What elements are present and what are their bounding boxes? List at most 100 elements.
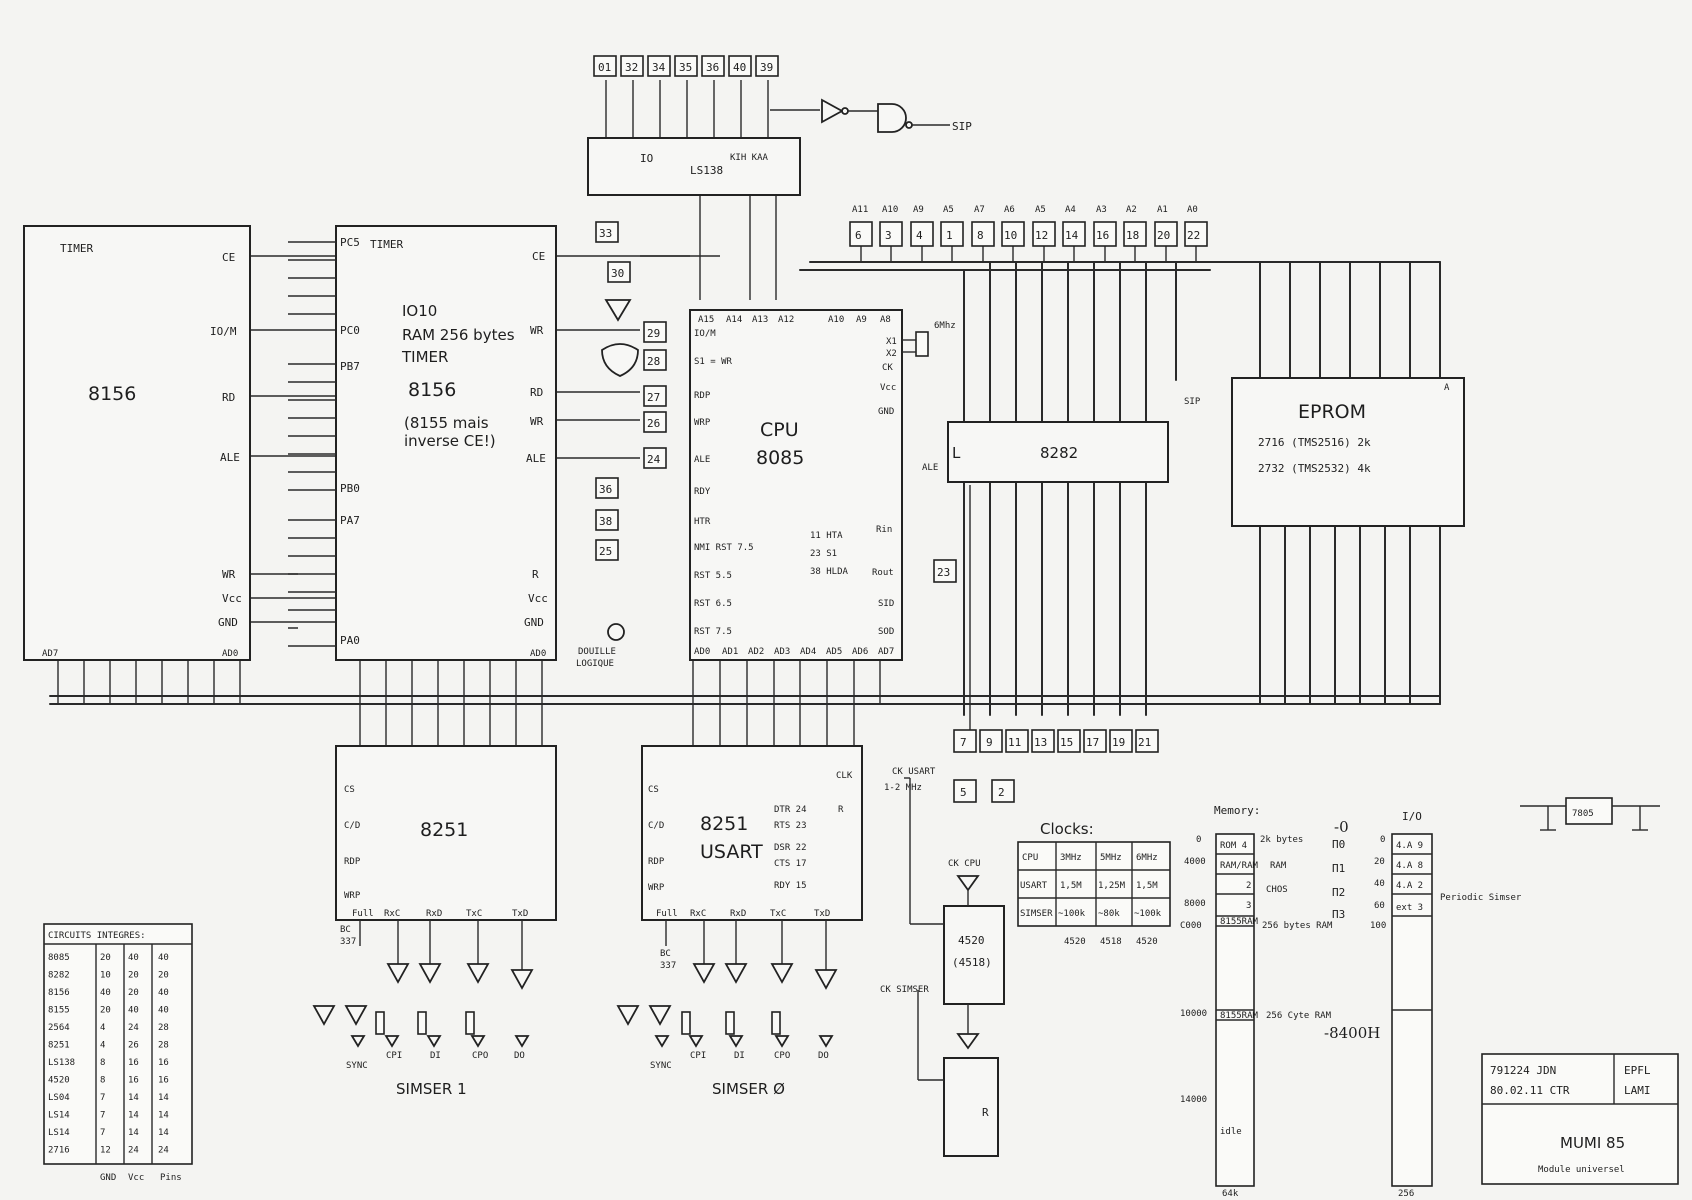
- circuits-table: CIRCUITS INTEGRES: GND Vcc Pins: [43, 923, 193, 1183]
- apad-1: 3: [885, 229, 892, 242]
- eprom-line2: 2732 (TMS2532) 4k: [1258, 462, 1371, 475]
- port-pb7: PB7: [340, 360, 360, 373]
- simser1-label: SIMSER 1: [396, 1080, 467, 1098]
- circuits-cell: 16: [128, 1076, 139, 1086]
- circuits-cell: 20: [100, 1006, 111, 1016]
- s0-do: DO: [818, 1051, 829, 1061]
- u0-rdp: RDP: [648, 857, 665, 867]
- port-arrows: [288, 241, 336, 647]
- eprom-sip: SIP: [1184, 397, 1201, 407]
- ci-f-pins: Pins: [160, 1173, 182, 1183]
- usart0-label: 8251: [700, 813, 748, 835]
- apad-5: 10: [1004, 229, 1017, 242]
- port-pb0: PB0: [340, 482, 360, 495]
- cpu-a9: A9: [856, 315, 867, 325]
- pin-gnd: GND: [218, 616, 238, 629]
- addr-a7: A7: [974, 205, 985, 215]
- pin-iom: IO/M: [210, 325, 237, 338]
- s1-cpo: CPO: [472, 1051, 488, 1061]
- cpu-ad6: AD6: [852, 647, 868, 657]
- circuits-cell: 28: [158, 1041, 169, 1051]
- u0-rxc: RxC: [690, 909, 706, 919]
- pad-26: 26: [647, 417, 660, 430]
- clk-r0c3: 6MHz: [1136, 853, 1158, 863]
- ram-pin-vcc: Vcc: [528, 592, 548, 605]
- simser1-drivers: BC 337 SYNC CPI DI CPO DO SIMSER 1: [312, 920, 534, 1098]
- clk-f1: 4518: [1100, 937, 1122, 947]
- left-pin-stubs: [250, 255, 690, 623]
- cpu-x1: X1: [886, 337, 897, 347]
- chip-cpu-8085: CPU 8085 A15 A14 A13 A12 A10 A9 A8 IO/M …: [689, 309, 903, 661]
- clk-r1c2: 1,25M: [1098, 881, 1126, 891]
- mem-p1: Π1: [1332, 862, 1345, 875]
- cpu-note3: 38 HLDA: [810, 567, 849, 577]
- vertical-address-lines: [963, 261, 1441, 716]
- cpu-ad2: AD2: [748, 647, 764, 657]
- u1-rxd: RxD: [426, 909, 442, 919]
- title-block: 791224 JDN 80.02.11 CTR EPFL LAMI MUMI 8…: [1481, 1053, 1679, 1185]
- circuits-cell: 14: [158, 1111, 169, 1121]
- circuits-cell: LS14: [48, 1111, 70, 1121]
- pad-24: 24: [647, 453, 661, 466]
- mem-p0: Π0: [1332, 838, 1345, 851]
- addr-a6: A6: [1004, 205, 1015, 215]
- u0-dsr: DSR 22: [774, 843, 807, 853]
- cpu-x2: X2: [886, 349, 897, 359]
- addr-a10: A10: [882, 205, 898, 215]
- cpu-a15: A15: [698, 315, 714, 325]
- eprom-line1: 2716 (TMS2516) 2k: [1258, 436, 1371, 449]
- pad-33: 33: [599, 227, 612, 240]
- simser0-label: SIMSER Ø: [712, 1080, 785, 1098]
- circuits-cell: 28: [158, 1023, 169, 1033]
- ci-f-gnd: GND: [100, 1173, 116, 1183]
- io-a2: 40: [1374, 879, 1385, 889]
- ram-pin-gnd: GND: [524, 616, 544, 629]
- u0-wrp: WRP: [648, 883, 665, 893]
- circuits-cell: 12: [100, 1146, 111, 1156]
- bpad-4: 15: [1060, 736, 1073, 749]
- circuits-cell: 4: [100, 1041, 105, 1051]
- u0-cts: CTS 17: [774, 859, 807, 869]
- mem-p2: Π2: [1332, 886, 1345, 899]
- u1-cd: C/D: [344, 821, 360, 831]
- pad-29: 29: [647, 327, 660, 340]
- circuits-cell: 20: [128, 971, 139, 981]
- dpad-5: 40: [733, 61, 746, 74]
- apad-0: 6: [855, 229, 862, 242]
- cpu-iom: IO/M: [694, 329, 716, 339]
- ls138-note-right: KIH KAA: [730, 153, 769, 163]
- clk-r1c0: USART: [1020, 881, 1048, 891]
- u1-txc: TxC: [466, 909, 482, 919]
- apad-2: 4: [916, 229, 923, 242]
- crystal: 6Mhz: [902, 321, 956, 357]
- pad-36: 36: [599, 483, 612, 496]
- tb-line2: 80.02.11 CTR: [1490, 1084, 1570, 1097]
- u1-rxc: RxC: [384, 909, 400, 919]
- mem-p3: Π3: [1332, 908, 1345, 921]
- clk-r0c0: CPU: [1022, 853, 1038, 863]
- mem-a1: 4000: [1184, 857, 1206, 867]
- cpu-ad3: AD3: [774, 647, 790, 657]
- circuits-cell: 8155: [48, 1006, 70, 1016]
- circuits-cell: 40: [100, 988, 111, 998]
- mem-n0: 2k bytes: [1260, 835, 1303, 845]
- mem-cell-lo: 8155RAM: [1220, 1011, 1259, 1021]
- cpu-a13: A13: [752, 315, 768, 325]
- eprom-a: A: [1444, 383, 1450, 393]
- s1-cpi: CPI: [386, 1051, 402, 1061]
- io-title: I/O: [1402, 810, 1422, 823]
- s0-bc-337: 337: [660, 961, 676, 971]
- counter-sub: (4518): [952, 956, 992, 969]
- u0-txd: TxD: [814, 909, 830, 919]
- counter-ck-usart: CK USART: [892, 767, 936, 777]
- decoder-pads: 01 32 34 35 36 40 39: [593, 55, 779, 77]
- logique-label: LOGIQUE: [576, 659, 614, 669]
- cpu-ad7: AD7: [878, 647, 894, 657]
- douille-label: DOUILLE: [578, 647, 616, 657]
- bpad-6: 19: [1112, 736, 1125, 749]
- latch-ale: ALE: [922, 463, 938, 473]
- clk-r2c2: ~80k: [1098, 909, 1120, 919]
- apad-3: 1: [946, 229, 953, 242]
- circuits-cell: 26: [128, 1041, 139, 1051]
- bpad-5: 17: [1086, 736, 1099, 749]
